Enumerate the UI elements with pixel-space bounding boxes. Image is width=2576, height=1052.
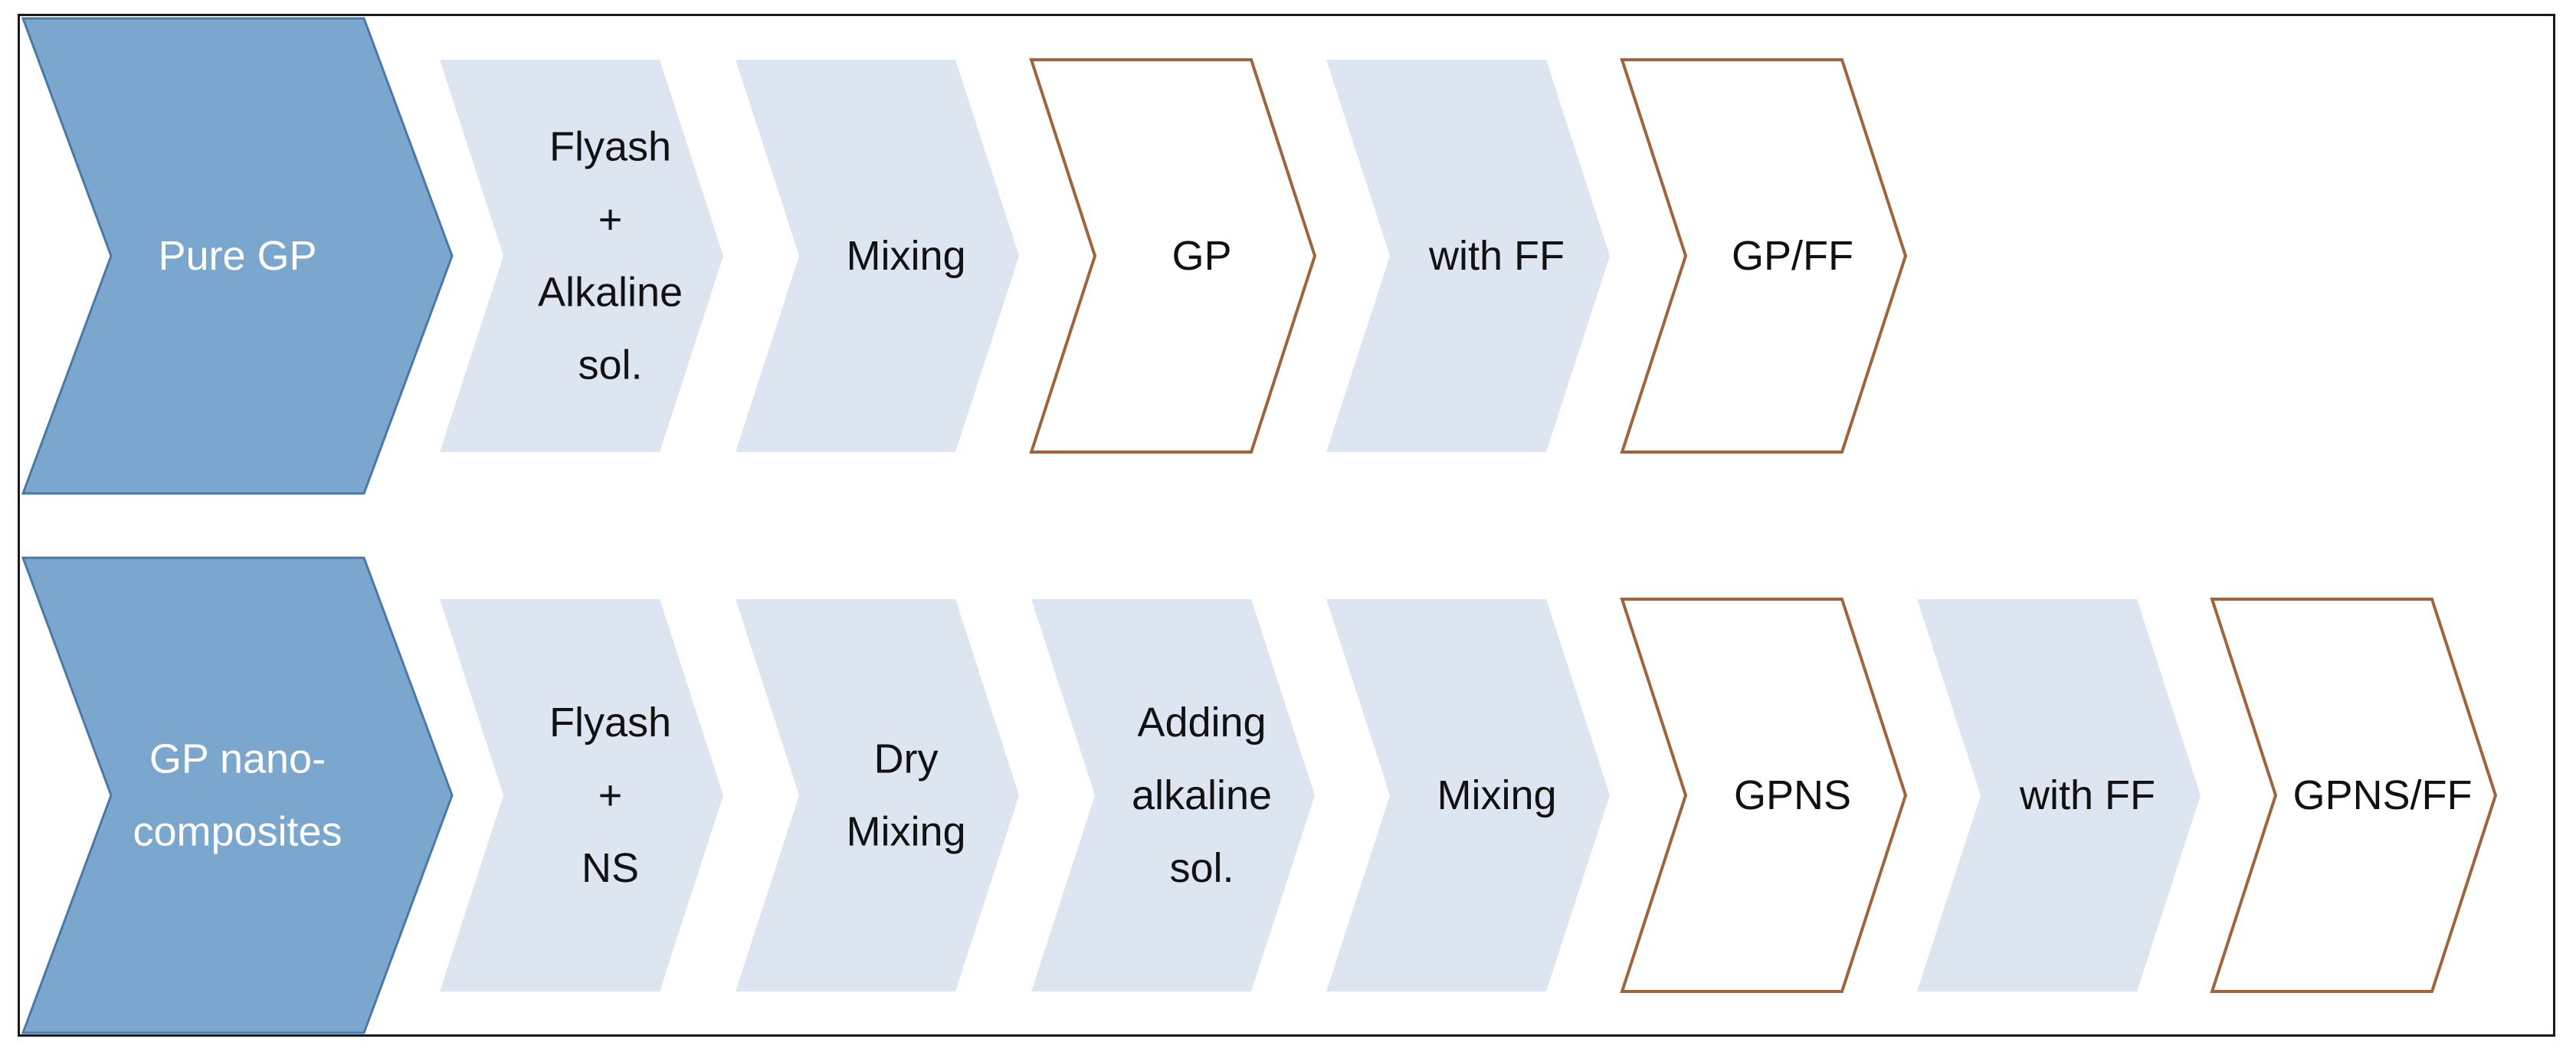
product-step-7: GPNS/FF [2210,598,2498,993]
process-step-1: Flyash + Alkaline sol. [440,60,723,452]
step-label: GPNS/FF [2293,772,2472,818]
process-chevron [440,599,723,991]
process-chevron [1917,599,2201,991]
flow-row-2: GP nano-compositesFlyash+NSDryMixingAddi… [21,556,2498,1034]
process-chevron [736,60,1019,452]
step-label: Dry [874,736,939,782]
step-label: GPNS [1734,772,1851,818]
step-label: NS [582,845,639,891]
step-label: GP [1172,233,1231,279]
step-label: with FF [2019,772,2155,818]
step-label: alkaline [1132,772,1272,818]
process-chevron [1031,599,1315,991]
process-chevron [440,60,723,452]
product-step-5: GP/FF [1620,58,1908,454]
row-header-label: GP nano- [149,736,326,782]
product-chevron [2210,598,2498,993]
step-label: + [598,772,623,818]
process-step-1: Flyash + NS [440,599,723,991]
product-step-5: GPNS [1620,598,1908,993]
step-label: Alkaline [538,270,683,316]
product-step-3: GP [1029,58,1317,454]
process-step-3: Adding alkaline sol. [1031,599,1315,991]
step-label: Mixing [1437,772,1556,818]
process-step-4: Mixing [1326,599,1610,991]
step-label: Mixing [846,233,965,279]
row-header-chevron: Pure GP [21,17,454,495]
step-label: Flyash [549,124,671,170]
product-chevron [1029,58,1317,454]
step-label: with FF [1428,233,1565,279]
product-chevron [1620,58,1908,454]
process-step-4: with FF [1326,60,1610,452]
flow-row-1: Pure GP Flyash + Alkaline sol. Mixing GP with F… [21,17,1908,495]
step-label: Flyash [549,700,671,746]
step-label: Mixing [846,809,965,855]
step-label: sol. [1169,845,1234,891]
row-header-label: Pure GP [158,233,316,279]
step-label: sol. [578,342,642,388]
row-header-chevron: GP nano-composites [21,556,454,1034]
step-label: GP/FF [1732,233,1853,279]
step-label: + [598,197,623,243]
step-label: Adding [1137,700,1266,746]
row-header-shape [21,556,454,1034]
process-step-2: Mixing [736,60,1019,452]
process-chevron [1326,60,1610,452]
product-chevron [1620,598,1908,993]
process-chevron [736,599,1019,991]
process-step-6: with FF [1917,599,2201,991]
row-header-label: composites [133,809,342,855]
process-chevron [1326,599,1610,991]
row-header-shape [21,17,454,495]
